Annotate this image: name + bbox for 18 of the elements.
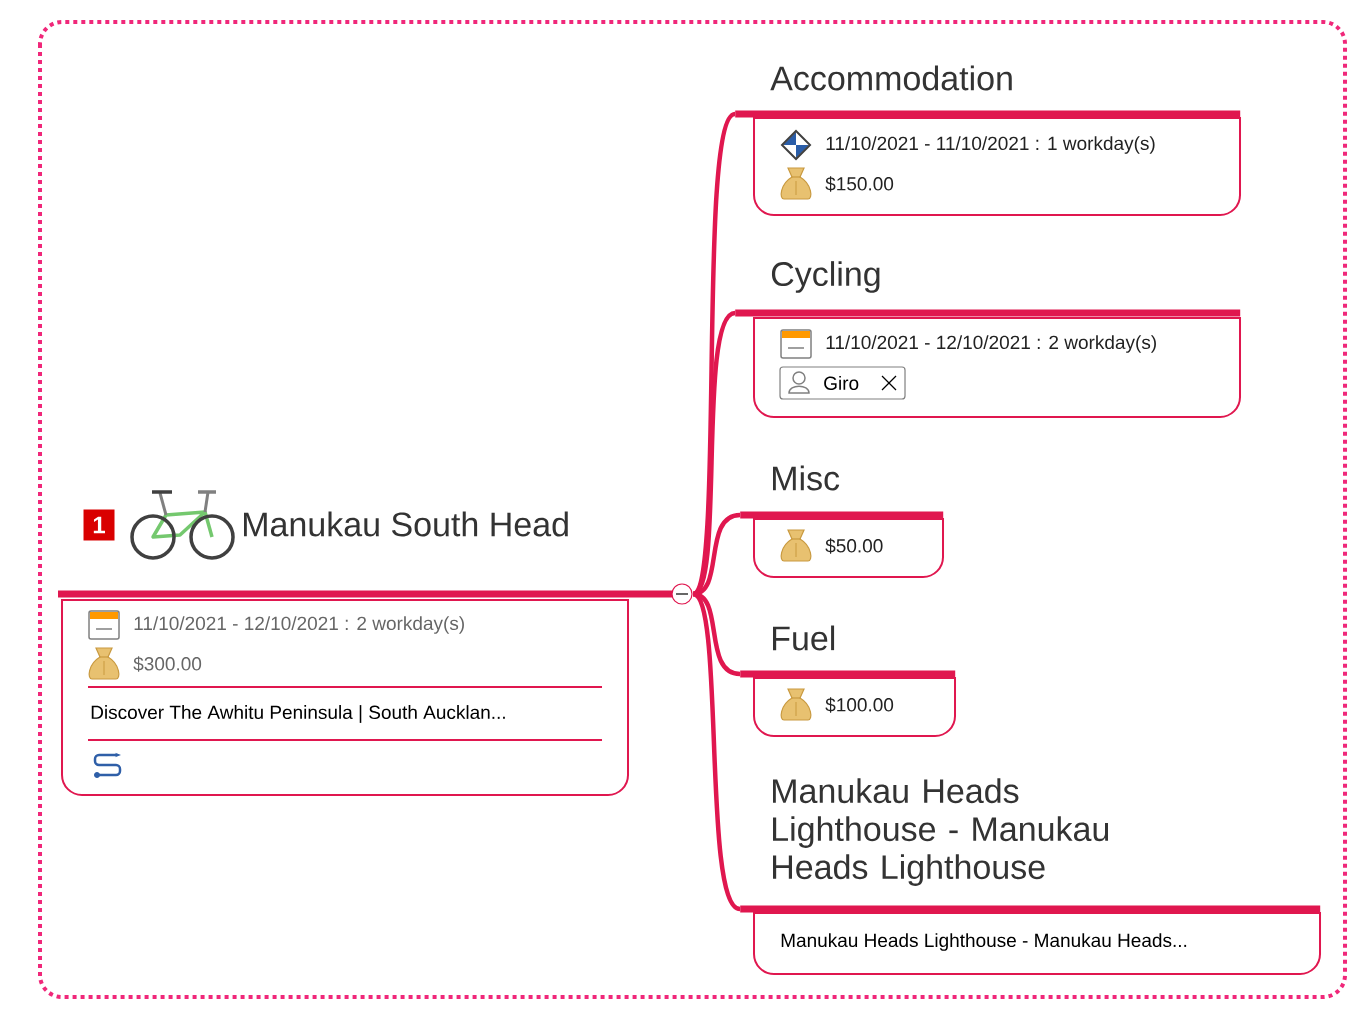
priority-badge: 1 — [83, 509, 115, 541]
date-range: 11/10/2021 - 12/10/2021 : 2 workday(s) — [826, 335, 1156, 353]
cost-amount: $100.00 — [825, 697, 894, 713]
resource-tag: Giro — [779, 366, 906, 400]
topic-title: Cycling — [771, 261, 880, 293]
topic-title: Fuel — [773, 625, 835, 651]
topic-title: Misc — [773, 465, 840, 491]
cost-amount: $150.00 — [825, 176, 894, 192]
cost-amount: $50.00 — [825, 538, 883, 554]
branch-line — [691, 592, 742, 911]
date-range: 11/10/2021 - 11/10/2021 : 1 workday(s) — [826, 136, 1155, 154]
topic-title: Manukau South Head — [244, 511, 568, 537]
topic-title: Manukau Heads Lighthouse - Manukau Heads Lighthouse — [773, 778, 1109, 886]
cost-amount: $300.00 — [133, 656, 202, 672]
link-text: Manukau Heads Lighthouse - Manukau Heads... — [781, 933, 1187, 951]
date-range: 11/10/2021 - 12/10/2021 : 2 workday(s) — [134, 616, 464, 634]
link-text: Discover The Awhitu Peninsula | South Aucklan... — [91, 705, 505, 723]
topic-title: Accommodation — [770, 65, 1012, 91]
